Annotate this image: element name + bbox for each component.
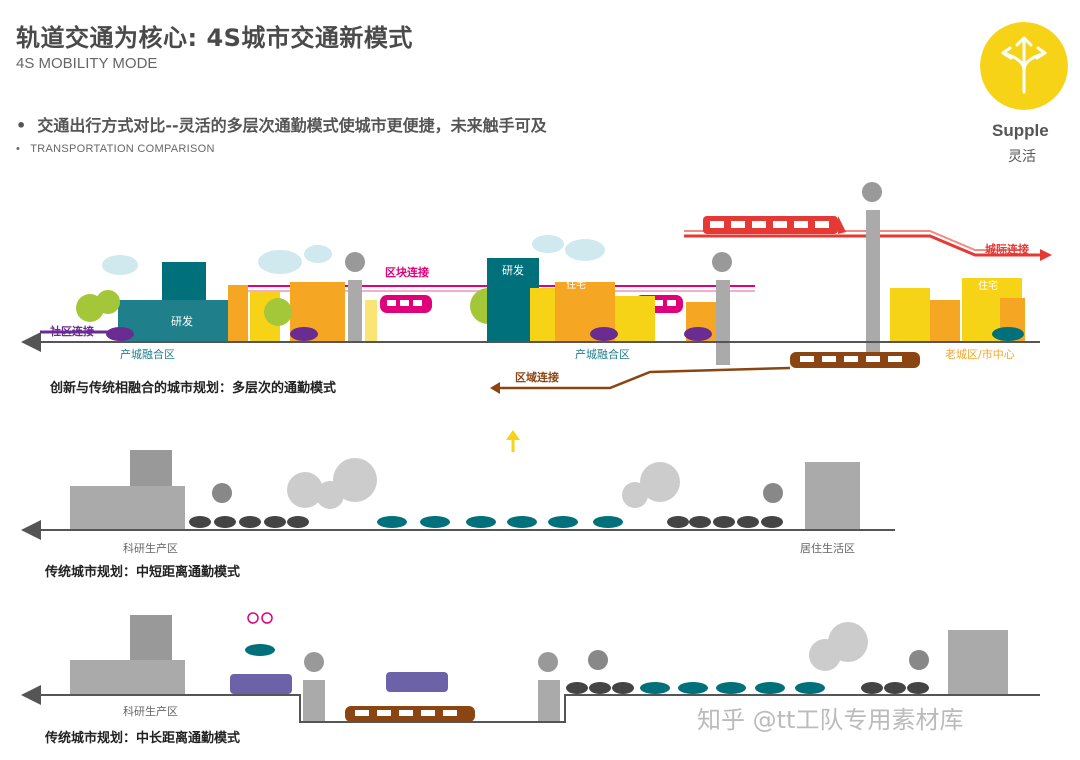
watermark: 知乎 @tt工队专用素材库 (697, 706, 964, 734)
monorail-icon (380, 295, 432, 313)
scene2-zone-right: 居住生活区 (800, 542, 855, 555)
tree-icon (287, 458, 680, 509)
car-icon (566, 682, 929, 694)
residence-sign-2: 住宅 (978, 281, 998, 292)
high-speed-train-icon (703, 216, 846, 234)
zone-left-label: 产城融合区 (120, 348, 175, 361)
intercity-link-label: 城际连接 (985, 243, 1029, 256)
station-tower (716, 280, 730, 365)
badge-name: Supple (992, 121, 1049, 140)
block-link-label: 区块连接 (385, 266, 429, 279)
car-icon (189, 516, 783, 528)
location-pin-icon (345, 182, 882, 272)
scene3-zone-left: 科研生产区 (123, 705, 178, 718)
badge-name-cn: 灵活 (1008, 149, 1036, 165)
intercity-track (684, 234, 1040, 257)
buildings-left (118, 262, 377, 342)
bullet-main: • 交通出行方式对比--灵活的多层次通勤模式使城市更便捷，未来触手可及 (16, 116, 547, 135)
rd-sign-2: 研发 (502, 264, 524, 277)
supple-badge (980, 22, 1068, 110)
station-tower (303, 680, 325, 722)
bus-icon (230, 674, 292, 694)
up-arrow-icon (506, 430, 520, 452)
tree-icon (809, 622, 868, 671)
regional-line (500, 366, 791, 390)
zone-mid-label: 产城融合区 (575, 348, 630, 361)
scene1 (21, 182, 1052, 394)
page-title: 轨道交通为核心: 4S城市交通新模式 (16, 24, 413, 52)
scene2-zone-left: 科研生产区 (123, 542, 178, 555)
station-tower (538, 680, 560, 722)
buildings-right (890, 278, 1025, 342)
community-link-label: 社区连接 (50, 325, 94, 338)
residence-sign-1: 住宅 (566, 280, 586, 291)
scene2-caption: 传统城市规划：中短距离通勤模式 (45, 565, 241, 580)
regional-link-label: 区域连接 (515, 371, 559, 384)
station-tower (866, 210, 880, 365)
page-subtitle: 4S MOBILITY MODE (16, 55, 158, 72)
scene2 (21, 450, 895, 540)
cloud-icon (102, 235, 605, 275)
bullet-sub-text: TRANSPORTATION COMPARISON (30, 143, 215, 155)
location-pin-icon (304, 652, 558, 672)
road-3 (21, 685, 1040, 723)
zone-right-label: 老城区/市中心 (945, 348, 1015, 361)
car-icon (245, 644, 275, 656)
car-icon (992, 327, 1024, 341)
bicycle-icon (247, 612, 273, 624)
scene3-caption: 传统城市规划：中长距离通勤模式 (45, 731, 241, 746)
parking-icon (212, 483, 783, 503)
split-arrows-icon (1001, 36, 1047, 94)
bullet-main-text: 交通出行方式对比--灵活的多层次通勤模式使城市更便捷，未来触手可及 (37, 116, 547, 135)
car-icon (106, 327, 712, 341)
parking-icon (588, 650, 929, 670)
rd-sign-1: 研发 (171, 315, 193, 328)
scene1-caption: 创新与传统相融合的城市规划：多层次的通勤模式 (50, 381, 337, 396)
scene3 (21, 612, 1040, 723)
bus-icon (386, 672, 448, 692)
car-icon (640, 682, 825, 694)
bullet-sub: • TRANSPORTATION COMPARISON (16, 143, 215, 155)
car-icon (377, 516, 623, 528)
